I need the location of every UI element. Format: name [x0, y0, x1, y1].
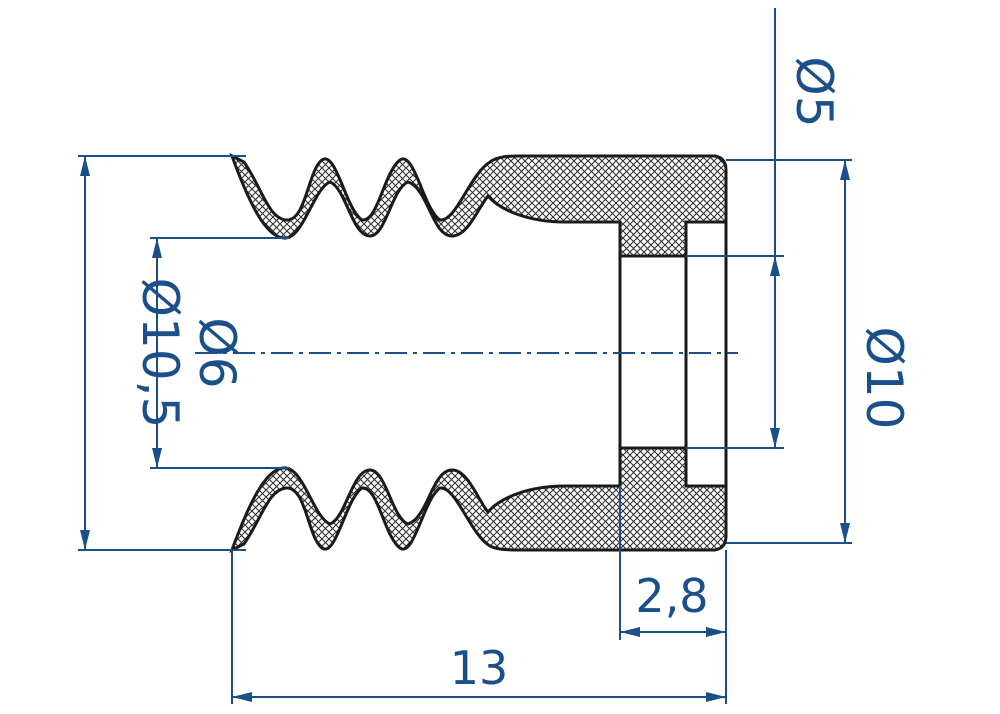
dim-bore-diameter: Ø5: [785, 56, 843, 127]
dimension-lines: [78, 8, 852, 704]
dim-outer-diameter: Ø10,5: [131, 278, 189, 429]
lower-bellows-wall: [229, 446, 728, 554]
upper-bellows-wall: [229, 152, 728, 258]
dim-inner-diameter: Ø6: [188, 317, 246, 388]
bellows-cup-section: [229, 152, 728, 554]
dim-cap-diameter: Ø10: [855, 327, 913, 430]
dim-length-13: 13: [450, 641, 509, 695]
dim-rim-2-8: 2,8: [635, 569, 708, 623]
dimension-arrows: [80, 156, 850, 702]
